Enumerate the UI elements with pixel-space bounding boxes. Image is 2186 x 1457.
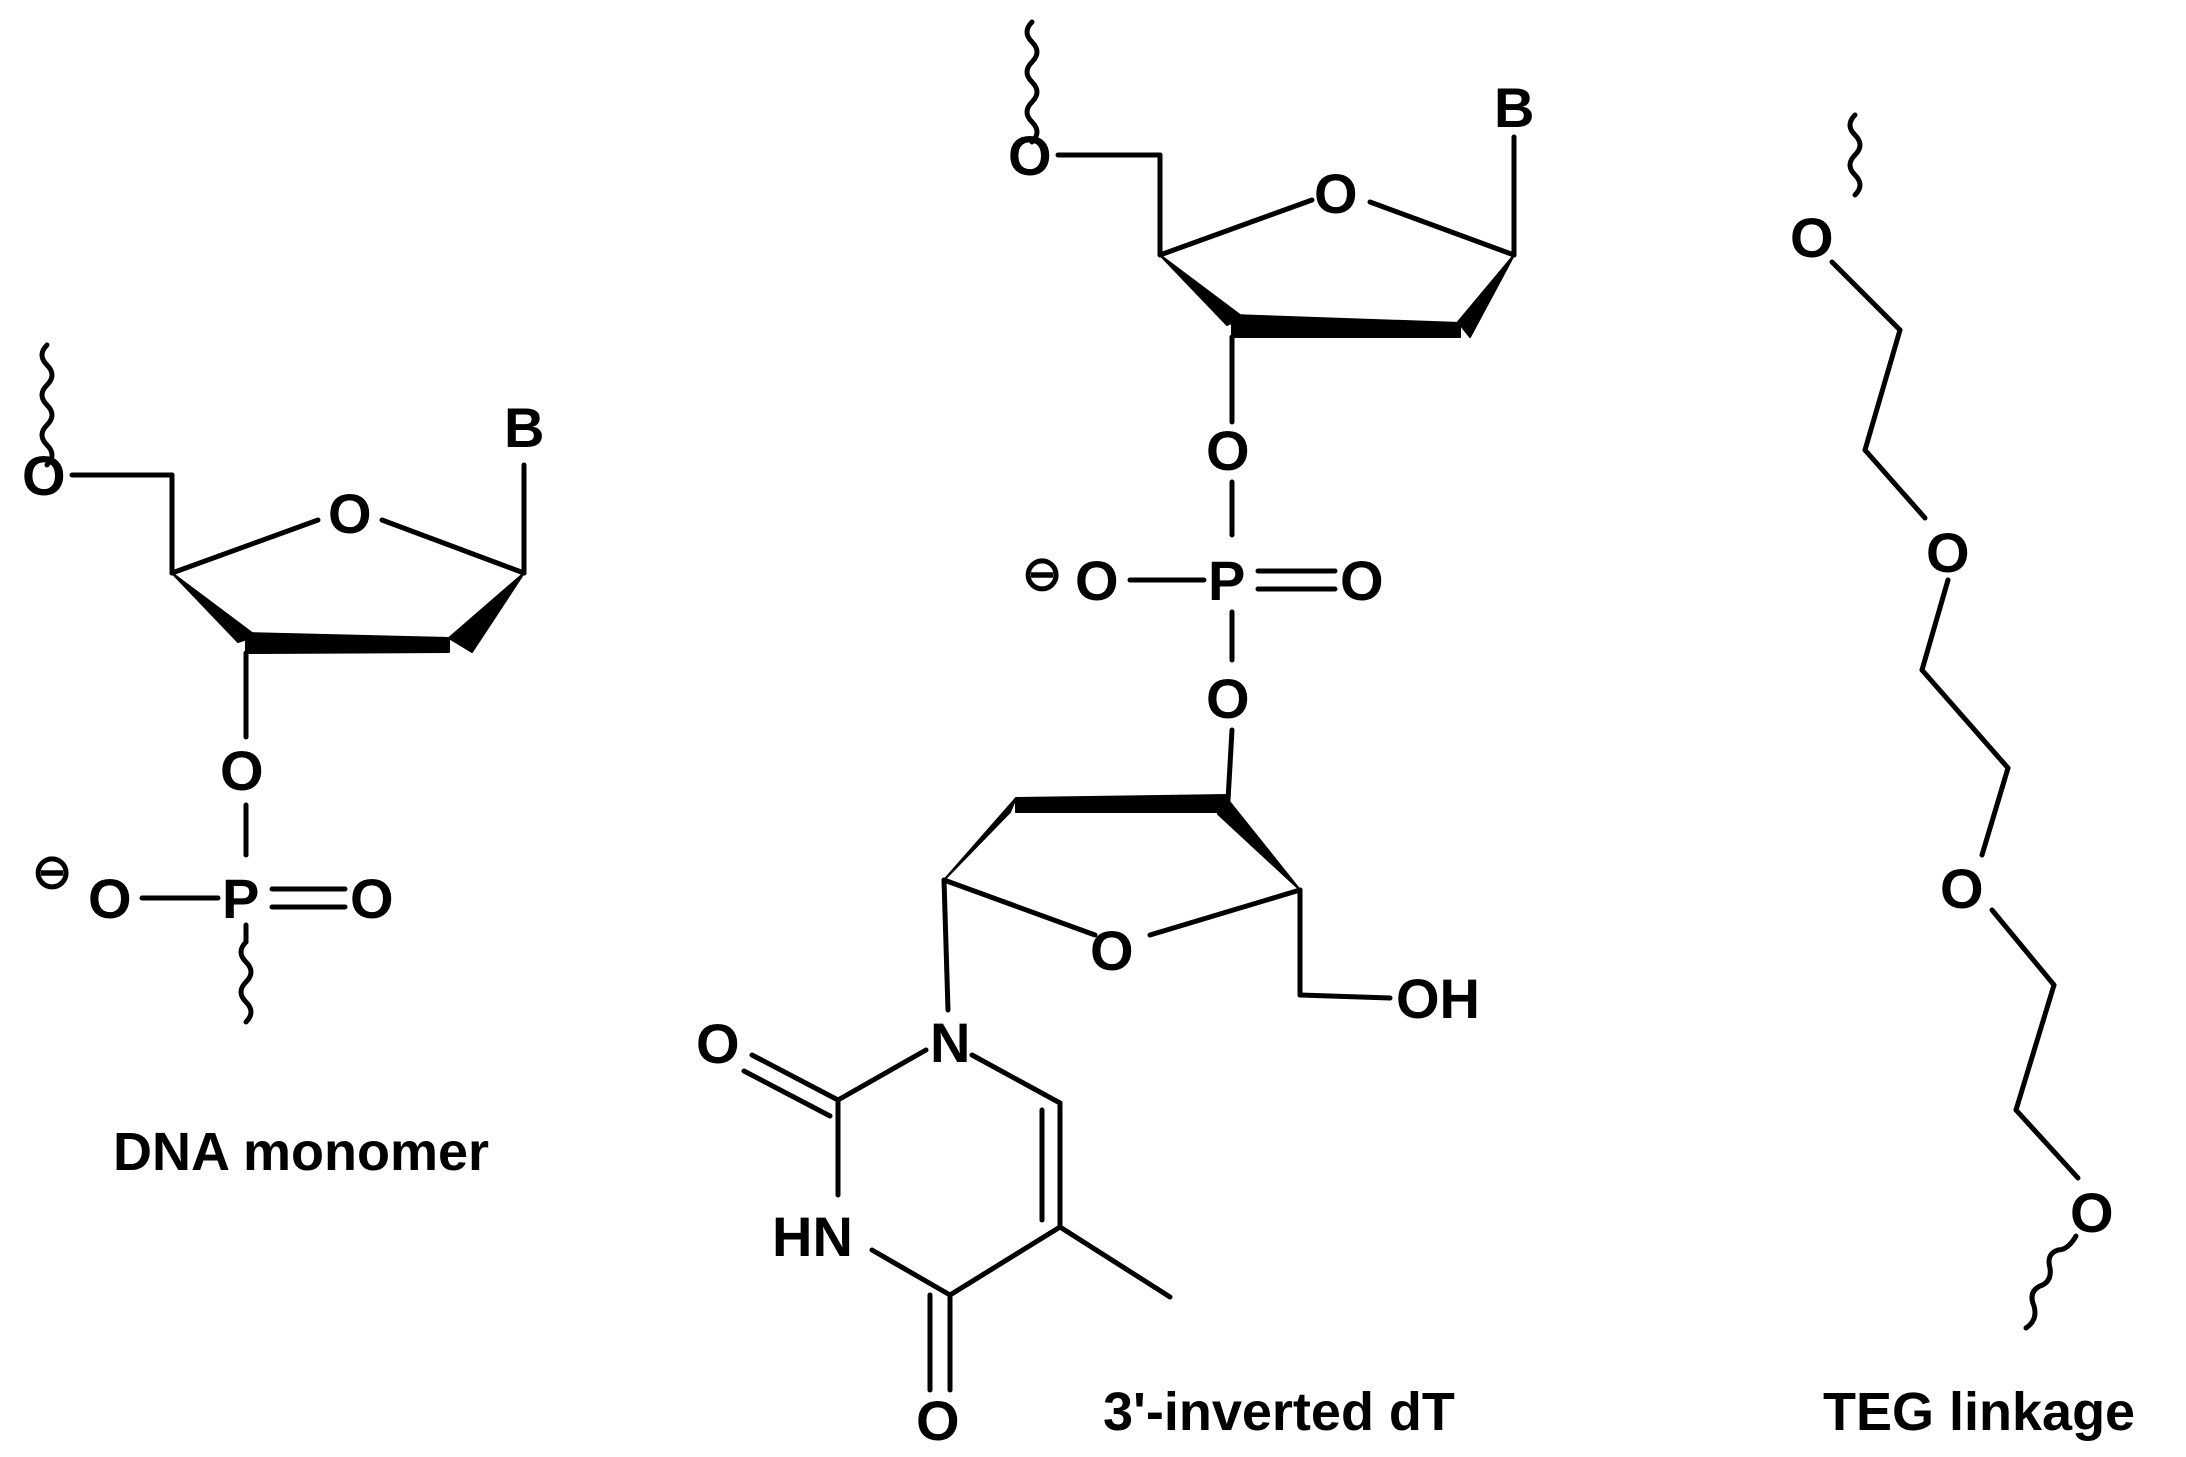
bond: [1989, 907, 2057, 988]
dna-o-double-atom: O: [350, 867, 394, 930]
idt-oh-atom: OH: [1396, 967, 1480, 1030]
idt-o-minus-atom: O: [1075, 549, 1119, 612]
idt-p-atom: P: [1208, 549, 1245, 612]
bond: [1862, 447, 1928, 521]
idt-base-atom: B: [1494, 76, 1534, 139]
teg-linkage-caption: TEG linkage: [1823, 1382, 2135, 1442]
bond: [1057, 1224, 1173, 1300]
dna-p-atom: P: [222, 867, 259, 930]
wedge-bond: [1015, 794, 1229, 813]
bond: [1157, 197, 1315, 258]
bond: [1829, 259, 1903, 333]
wedge-bond: [245, 632, 450, 654]
wavy-attachment-top-idt: [1024, 19, 1040, 145]
bond: [1919, 577, 1951, 673]
bond: [941, 877, 1098, 938]
dna-o-minus-atom: O: [88, 867, 132, 930]
bond: [869, 1247, 953, 1298]
teg-o2-atom: O: [1926, 521, 1970, 584]
wedge-bond: [943, 797, 1017, 881]
teg-linkage-structure: O O O O TEG linkage: [1790, 112, 2135, 1442]
negative-charge-icon: ⊖: [32, 846, 72, 899]
idt-n1-atom: N: [930, 1011, 970, 1074]
bond: [1225, 727, 1235, 803]
bond: [1147, 887, 1303, 938]
bond: [379, 517, 527, 576]
bond: [969, 1052, 1063, 1106]
bond: [1862, 327, 1903, 453]
bond: [749, 1052, 841, 1103]
idt-ring-o-bottom-atom: O: [1090, 919, 1134, 982]
dna-o3-atom: O: [220, 739, 264, 802]
bond: [2013, 1107, 2081, 1181]
inverted-dt-caption: 3'-inverted dT: [1103, 1382, 1455, 1442]
idt-c2-o-atom: O: [696, 1012, 740, 1075]
wedge-bond: [171, 572, 257, 643]
bond: [1919, 667, 2011, 771]
teg-o4-atom: O: [2070, 1181, 2114, 1244]
bond: [941, 877, 951, 1013]
wavy-attachment-bottom-dna: [238, 939, 254, 1025]
wavy-attachment-bottom-teg: [2023, 1233, 2079, 1331]
bond: [1367, 199, 1517, 258]
dna-monomer-caption: DNA monomer: [113, 1122, 489, 1182]
wedge-bond: [1231, 314, 1461, 338]
inverted-dt-structure: O O B O P ⊖ O O O O: [696, 19, 1534, 1452]
dna-monomer-structure: O O B O P ⊖ O O DNA monomer: [22, 342, 544, 1182]
bond: [2013, 982, 2057, 1113]
wedge-bond: [448, 572, 525, 653]
idt-ring-o-top-atom: O: [1314, 162, 1358, 225]
wavy-attachment-top-teg: [1847, 112, 1863, 198]
bond: [1297, 992, 1393, 1001]
idt-o3-top-atom: O: [1206, 419, 1250, 482]
dna-base-atom: B: [504, 396, 544, 459]
wavy-attachment-top-dna: [39, 342, 55, 468]
bond: [835, 1047, 929, 1103]
teg-o1-atom: O: [1790, 206, 1834, 269]
bond: [741, 1068, 833, 1119]
idt-n3h-atom: HN: [772, 1205, 853, 1268]
idt-c4-o-atom: O: [916, 1389, 960, 1452]
bond: [947, 1224, 1063, 1298]
negative-charge-icon: ⊖: [1022, 548, 1062, 601]
dna-o5-atom: O: [22, 444, 66, 507]
teg-o3-atom: O: [1940, 857, 1984, 920]
idt-o-double-atom: O: [1340, 549, 1384, 612]
idt-o3-bottom-atom: O: [1206, 667, 1250, 730]
idt-o5-atom: O: [1008, 124, 1052, 187]
bond: [1979, 765, 2011, 858]
wedge-bond: [1457, 254, 1515, 338]
dna-ring-o-atom: O: [328, 482, 372, 545]
bond: [169, 517, 321, 576]
wedge-bond: [1217, 799, 1301, 891]
